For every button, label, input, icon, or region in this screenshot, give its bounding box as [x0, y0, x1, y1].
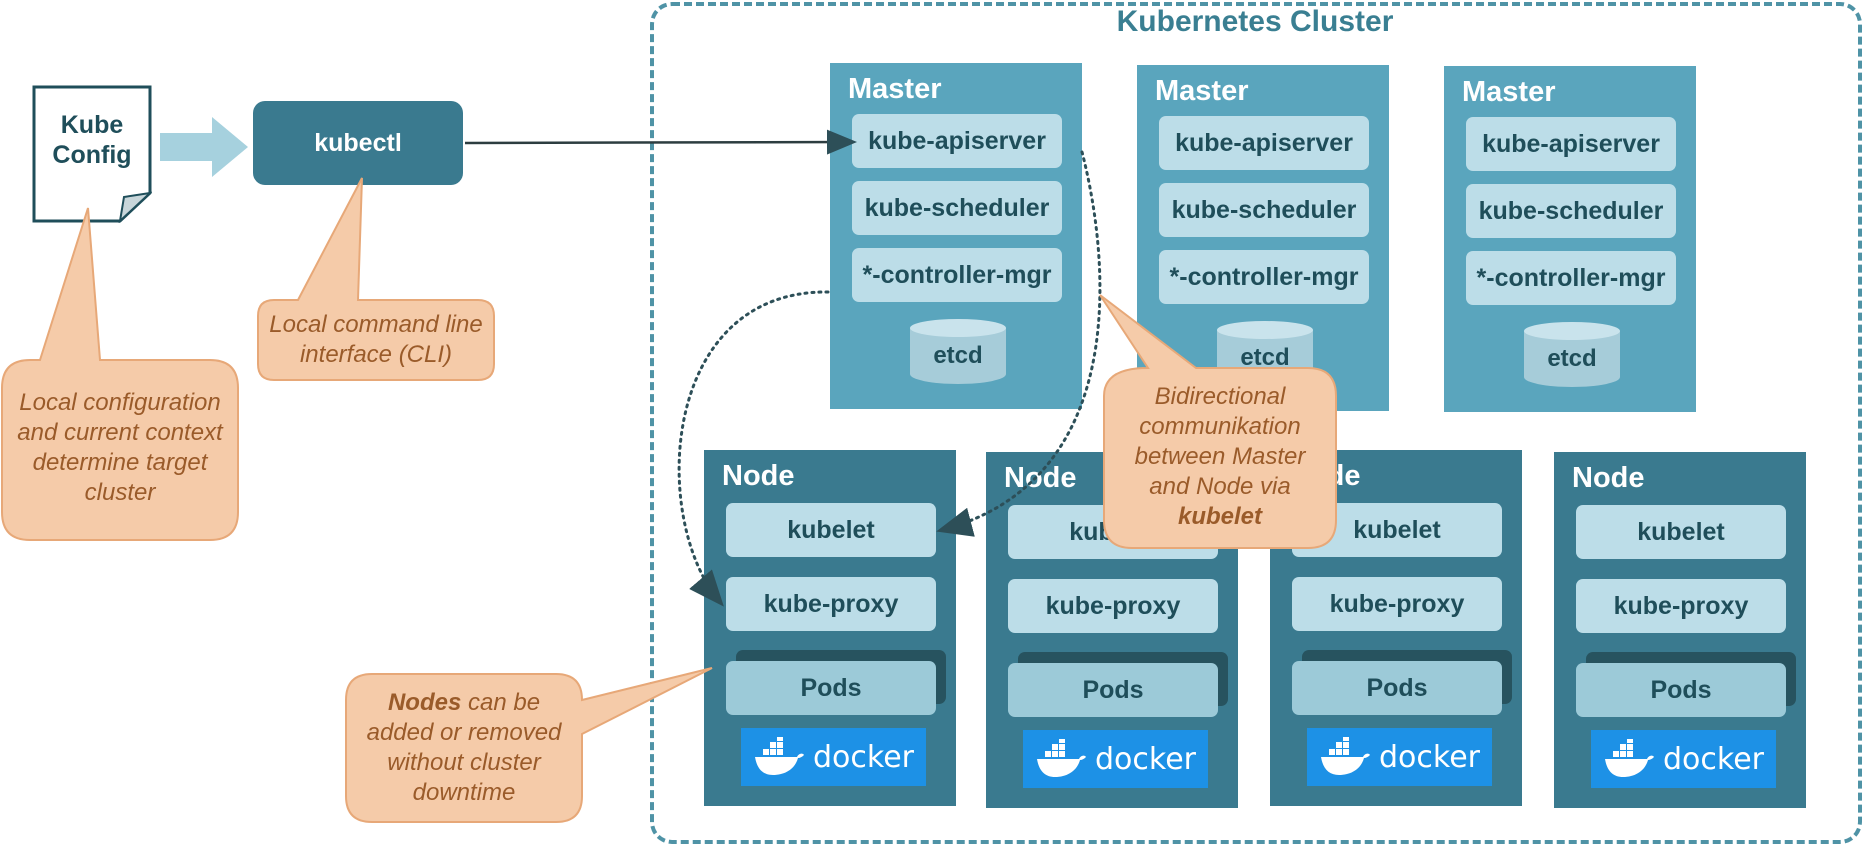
- kubernetes-cluster-frame: [650, 2, 1862, 844]
- callout-config-line1: Local configuration: [19, 389, 221, 416]
- node-4-runtime: docker: [1663, 741, 1764, 777]
- master-1-etcd: etcd: [933, 342, 983, 369]
- callout-bidirectional-line3: between Master: [1134, 443, 1306, 470]
- node-1-docker-logo: docker: [741, 728, 926, 786]
- callout-nodes-line2: added or removed: [366, 719, 562, 746]
- node-3-runtime: docker: [1379, 739, 1480, 775]
- callout-nodes-line3: without cluster: [387, 749, 541, 776]
- master-3-controller-mgr: *-controller-mgr: [1466, 251, 1676, 305]
- kubectl-box: kubectl: [253, 101, 463, 185]
- callout-bidirectional-text: Bidirectional communikation between Mast…: [1104, 382, 1336, 532]
- master-3-kube-scheduler: kube-scheduler: [1466, 184, 1676, 238]
- node-1-runtime: docker: [813, 739, 914, 775]
- callout-config-line3: determine target: [32, 449, 208, 476]
- node-3-pods: Pods: [1292, 661, 1502, 715]
- node-1-kube-proxy: kube-proxy: [726, 577, 936, 631]
- docker-whale-icon: [1605, 739, 1654, 777]
- callout-nodes-line4: downtime: [412, 779, 516, 806]
- master-2-kube-scheduler: kube-scheduler: [1159, 183, 1369, 237]
- kube-config-line2: Config: [52, 141, 132, 169]
- master-3-title: Master: [1462, 76, 1556, 108]
- node-3-kube-proxy: kube-proxy: [1292, 577, 1502, 631]
- callout-config-line4: cluster: [84, 479, 156, 506]
- node-2-title: Node: [1004, 462, 1077, 494]
- callout-bidirectional-line4: and Node via: [1149, 473, 1291, 500]
- node-2-runtime: docker: [1095, 741, 1196, 777]
- docker-whale-icon: [755, 737, 804, 775]
- node-2-pods: Pods: [1008, 663, 1218, 717]
- master-1-kube-scheduler: kube-scheduler: [852, 181, 1062, 235]
- node-4-kube-proxy: kube-proxy: [1576, 579, 1786, 633]
- callout-nodes-line1-rest: can be: [461, 689, 541, 716]
- node-2-kube-proxy: kube-proxy: [1008, 579, 1218, 633]
- docker-whale-icon: [1321, 737, 1370, 775]
- callout-cli-text: Local command line interface (CLI): [258, 310, 494, 370]
- master-2-etcd: etcd: [1240, 344, 1290, 371]
- master-1-kube-apiserver: kube-apiserver: [852, 114, 1062, 168]
- callout-nodes-emphasis: Nodes: [387, 689, 462, 716]
- callout-nodes-text: Nodes can be added or removed without cl…: [346, 688, 582, 808]
- node-3-docker-logo: docker: [1307, 728, 1492, 786]
- callout-config-line2: and current context: [17, 419, 223, 446]
- node-4-kubelet: kubelet: [1576, 505, 1786, 559]
- node-2-docker-logo: docker: [1023, 730, 1208, 788]
- master-2-controller-mgr: *-controller-mgr: [1159, 250, 1369, 304]
- master-2-title: Master: [1155, 75, 1249, 107]
- node-4-pods: Pods: [1576, 663, 1786, 717]
- master-2-kube-apiserver: kube-apiserver: [1159, 116, 1369, 170]
- callout-cli-line1: Local command line: [269, 311, 483, 338]
- node-4-docker-logo: docker: [1591, 730, 1776, 788]
- master-1-controller-mgr: *-controller-mgr: [852, 248, 1062, 302]
- master-3-etcd: etcd: [1547, 345, 1597, 372]
- node-4-title: Node: [1572, 462, 1645, 494]
- callout-bidirectional-line1: Bidirectional: [1154, 383, 1286, 410]
- master-1-title: Master: [848, 73, 942, 105]
- kube-config-label: Kube Config: [32, 110, 152, 170]
- node-1-pods: Pods: [726, 661, 936, 715]
- callout-cli-line2: interface (CLI): [299, 341, 453, 368]
- docker-whale-icon: [1037, 739, 1086, 777]
- node-1-title: Node: [722, 460, 795, 492]
- master-3-kube-apiserver: kube-apiserver: [1466, 117, 1676, 171]
- callout-nodes-line1: Nodes can be: [346, 688, 582, 718]
- arrow-right-icon: [160, 117, 248, 177]
- node-1-kubelet: kubelet: [726, 503, 936, 557]
- callout-bidirectional-kubelet: kubelet: [1177, 503, 1263, 530]
- callout-bidirectional-line2: communikation: [1139, 413, 1301, 440]
- callout-config-text: Local configuration and current context …: [2, 388, 238, 508]
- database-icon: [1524, 322, 1620, 387]
- cluster-title: Kubernetes Cluster: [1116, 5, 1394, 38]
- kube-config-line1: Kube: [60, 111, 124, 139]
